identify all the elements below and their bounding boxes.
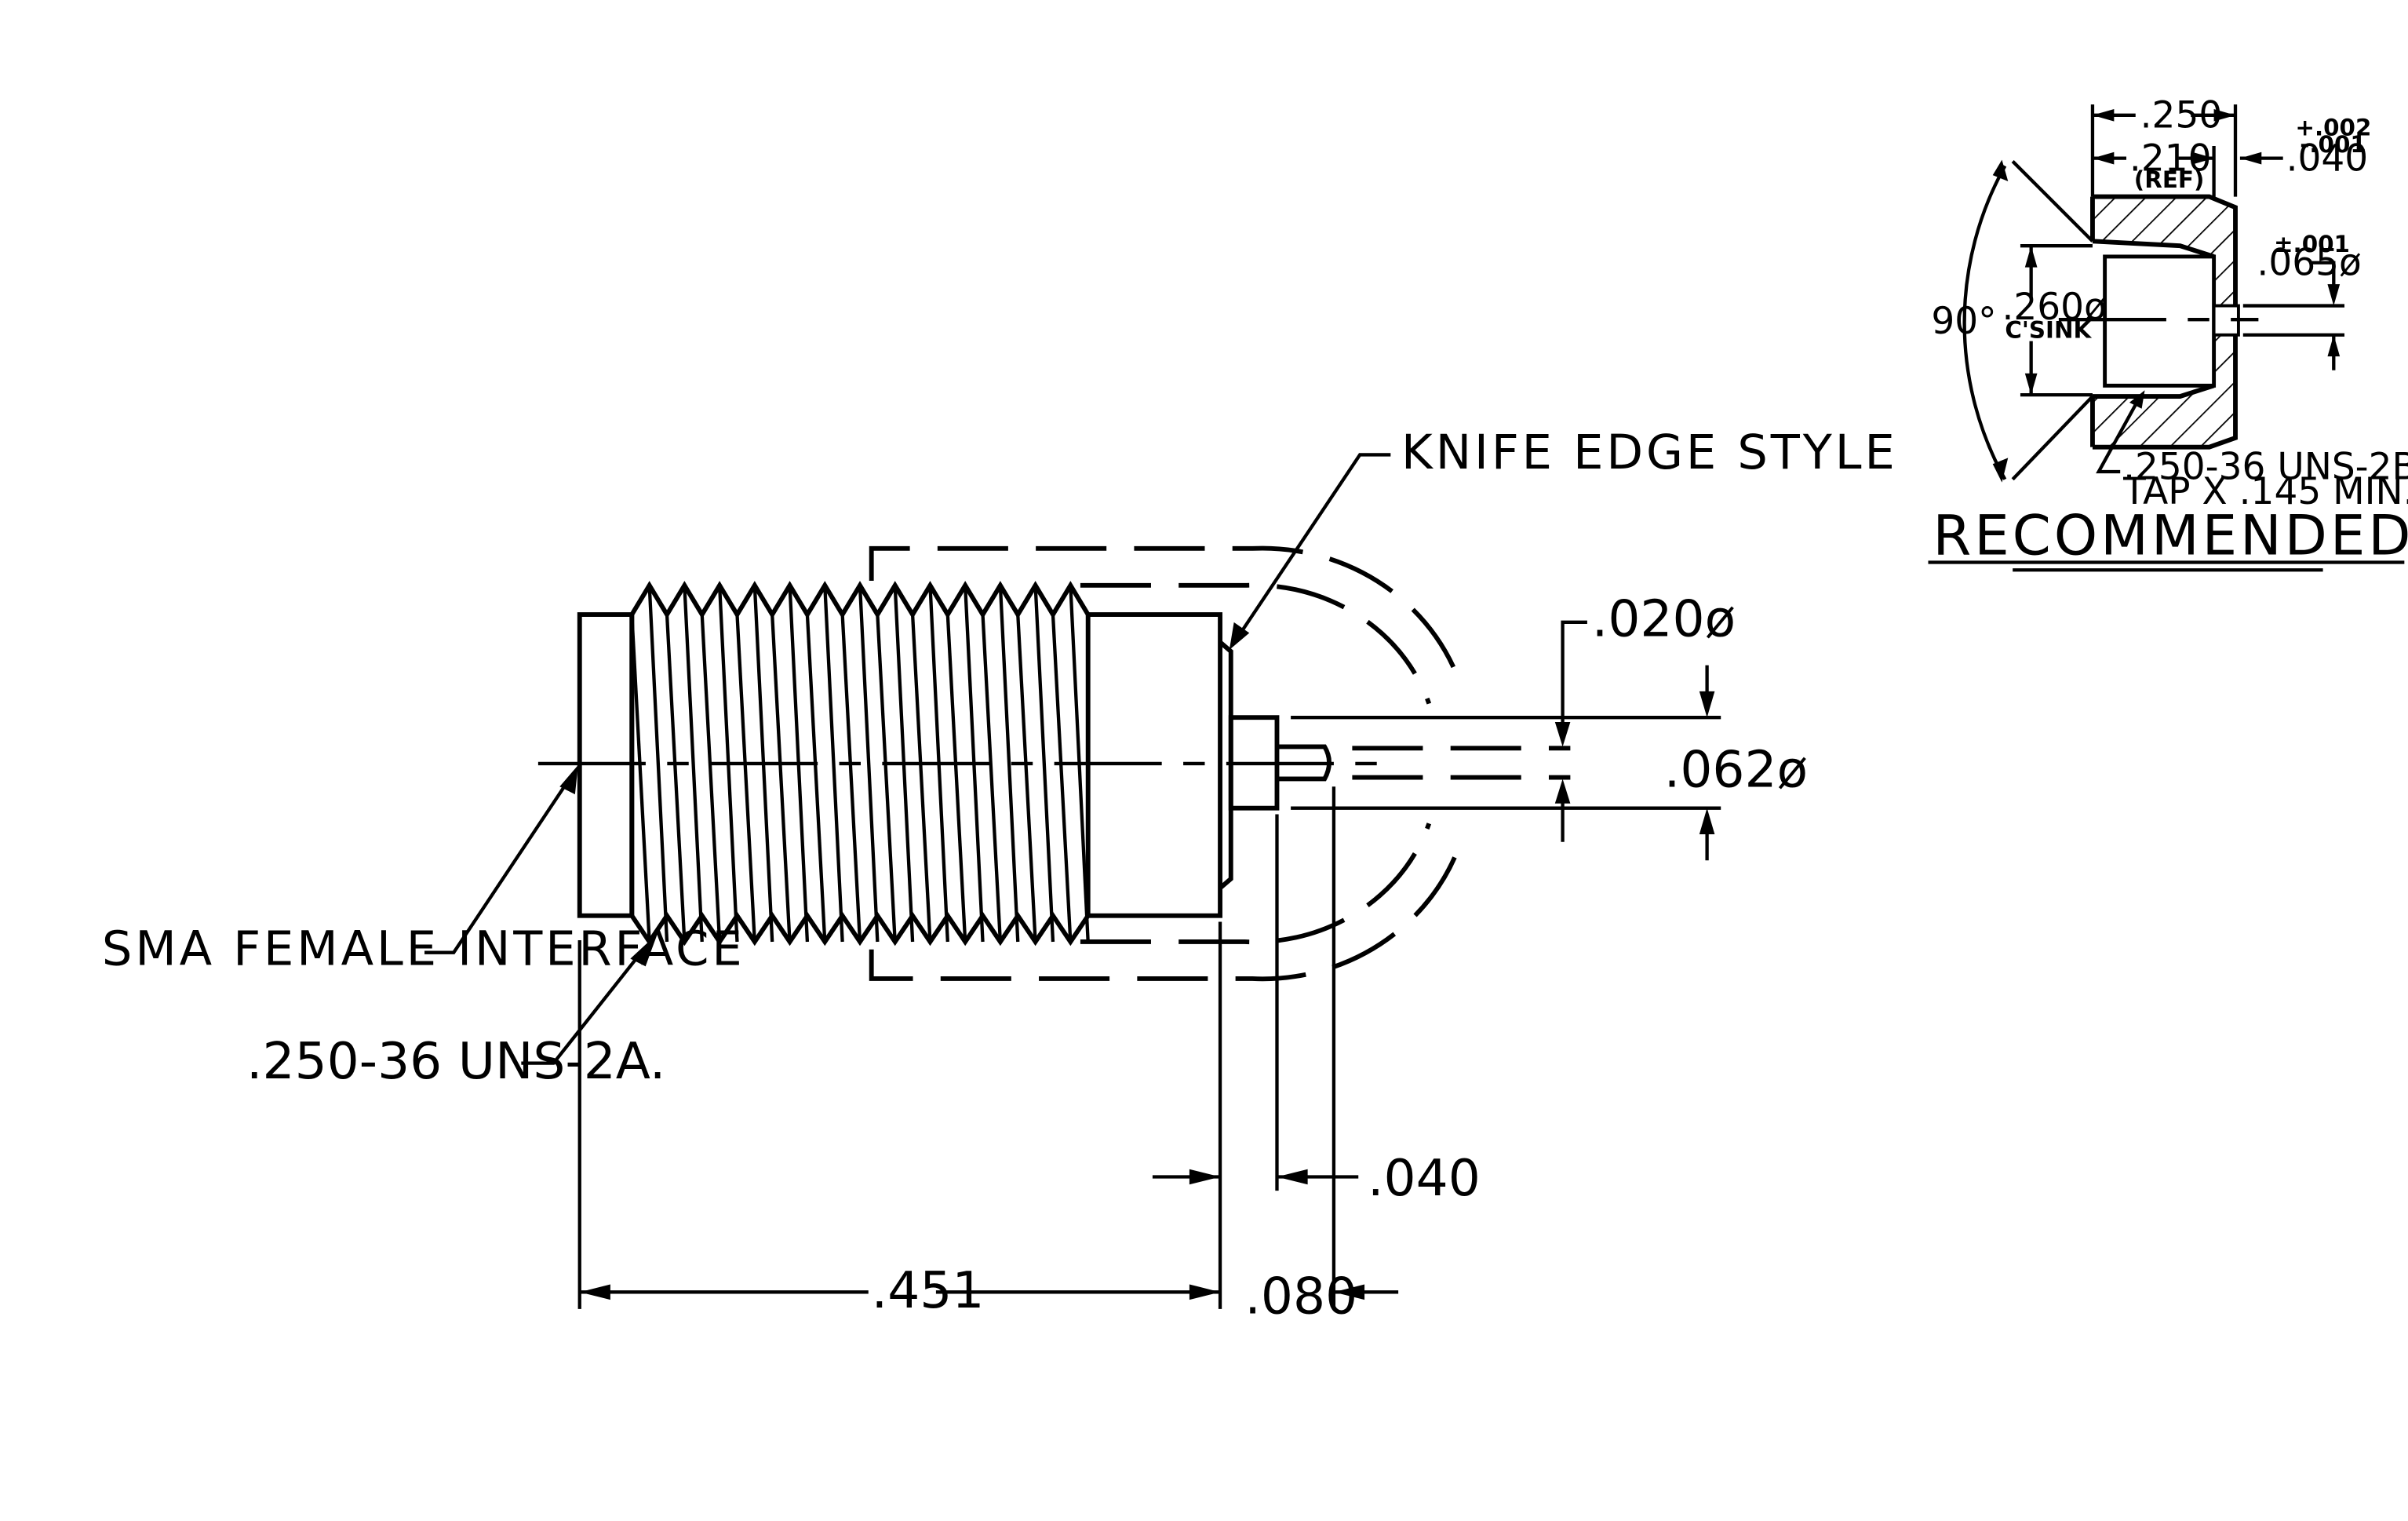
pin-dia-small-label: .020ø	[1592, 589, 1736, 648]
pin-dia-large-dimension: .062ø	[1664, 665, 1808, 861]
angle-label: 90°	[1931, 300, 1996, 343]
overall-length-label: .451	[872, 1261, 985, 1320]
csink-note: C'SINK	[2005, 317, 2092, 344]
width-250-label: .250	[2140, 93, 2223, 137]
tolerance-plus: +.002	[2295, 114, 2371, 140]
thread-root-line	[735, 614, 756, 943]
thread-root-line	[770, 614, 792, 943]
hole-tolerance: ±.001	[2274, 231, 2350, 257]
thread-line	[647, 585, 669, 943]
thread-root-line	[840, 614, 862, 943]
tap-spec-line1: .250-36 UNS-2B	[2123, 446, 2408, 489]
flange-offset-label: .080	[1244, 1268, 1357, 1326]
tolerance-minus: -.001	[2300, 131, 2366, 158]
thickness-040-label: .040	[2286, 137, 2369, 180]
pin-step-label: .040	[1368, 1149, 1481, 1208]
thread-root-line	[981, 614, 1003, 943]
thread-line	[858, 585, 880, 943]
thread-line	[823, 585, 844, 943]
thread-line	[998, 585, 1020, 943]
thread-line	[1033, 585, 1055, 943]
thread-spec-label: .250-36 UNS-2A.	[246, 1032, 665, 1091]
hole-dia-label: .065ø	[2257, 241, 2361, 284]
thread-root-line	[665, 614, 687, 943]
sma-interface-callout: SMA FEMALE INTERFACE	[102, 764, 745, 976]
ref-note: (REF)	[2134, 166, 2205, 193]
thread-root-line	[945, 614, 967, 943]
thread-root-line	[805, 614, 827, 943]
knife-edge-callout: KNIFE EDGE STYLE	[1229, 425, 1898, 651]
sma-interface-label: SMA FEMALE INTERFACE	[102, 921, 745, 976]
overall-length-dimension: .451	[579, 1261, 1221, 1320]
thread-root-line	[700, 614, 722, 943]
thread-root-line	[630, 614, 651, 943]
pin-dia-large-label: .062ø	[1664, 740, 1808, 799]
thread-root-line	[1051, 614, 1073, 943]
thread-root-line	[876, 614, 897, 943]
knife-edge-label: KNIFE EDGE STYLE	[1401, 425, 1898, 480]
flange-offset-dimension: .080	[1244, 1268, 1399, 1326]
thread-root-line	[1016, 614, 1037, 943]
width-210-label: .210	[2129, 137, 2212, 180]
pin-step-dimension: .040	[1152, 1149, 1481, 1208]
tap-spec-line2: TAP X .145 MIN. DEEP.	[2122, 470, 2408, 513]
thread-root-line	[910, 614, 932, 943]
mounting-hole-detail: 90° .250 .210 (REF) .040 +.002 -.001 .26…	[1928, 93, 2408, 572]
thread-line	[683, 585, 704, 943]
phantom-outline-top	[869, 545, 1464, 688]
thread-callout: .250-36 UNS-2A.	[246, 940, 665, 1091]
csink-dia-label: .260ø	[2002, 286, 2106, 329]
pin-dia-small-dimension: .020ø	[1554, 589, 1736, 842]
connector-side-view	[537, 545, 1721, 1309]
detail-title: RECOMMENDED MOUNTING HOLE	[1933, 504, 2408, 568]
